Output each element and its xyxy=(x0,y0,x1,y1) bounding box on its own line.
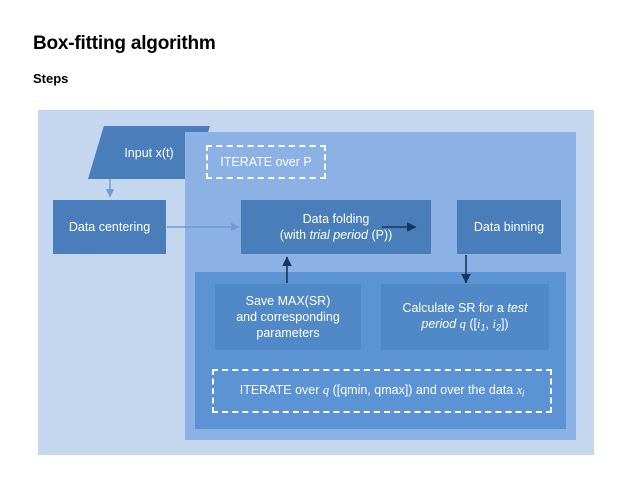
data-folding-line-1: Data folding xyxy=(302,212,370,226)
iterate-over-q-var-q: q xyxy=(322,383,330,398)
data-binning-label: Data binning xyxy=(473,220,545,234)
iterate-over-q-var-x: x xyxy=(516,383,523,398)
input-node-label: Input x(t) xyxy=(124,145,174,160)
calculate-sr-node: Calculate SR for a test period q ([i1, i… xyxy=(381,284,549,350)
data-centering-label: Data centering xyxy=(68,220,151,234)
calculate-sr-line-1: Calculate SR for a test xyxy=(402,300,527,316)
data-folding-trial-period: trial period xyxy=(309,228,368,242)
calculate-sr-sub-1: 1 xyxy=(480,322,486,333)
calculate-sr-test: test xyxy=(507,300,528,315)
page-title: Box-fitting algorithm xyxy=(33,33,216,54)
iterate-over-q-text: ITERATE over q ([qmin, qmax]) and over t… xyxy=(240,383,525,399)
save-max-line-3: parameters xyxy=(256,326,320,340)
iterate-over-q-badge: ITERATE over q ([qmin, qmax]) and over t… xyxy=(212,369,552,413)
iterate-over-p-label: ITERATE over P xyxy=(220,155,312,169)
save-max-line-1: Save MAX(SR) xyxy=(245,294,331,308)
flowchart-outer-panel: Input x(t) Data centering ITERATE over P… xyxy=(38,110,594,455)
data-folding-suffix: (P)) xyxy=(367,228,393,242)
data-folding-prefix: (with xyxy=(279,228,310,242)
calculate-sr-var-i2: i xyxy=(492,316,496,331)
calculate-sr-period: period xyxy=(421,316,457,331)
data-folding-line-2: (with trial period (P)) xyxy=(280,227,393,243)
iterate-over-q-sub-i: i xyxy=(522,388,525,399)
iterate-over-q-range: ([qmin, qmax]) and over the data xyxy=(329,383,517,398)
iterate-over-p-badge: ITERATE over P xyxy=(206,145,326,179)
data-folding-node: Data folding (with trial period (P)) xyxy=(241,200,431,254)
data-centering-node: Data centering xyxy=(53,200,166,254)
calculate-sr-var-i1: i xyxy=(477,316,481,331)
save-max-sr-node: Save MAX(SR) and corresponding parameter… xyxy=(215,284,361,350)
calculate-sr-separator: , xyxy=(485,316,493,331)
data-binning-node: Data binning xyxy=(457,200,561,254)
calculate-sr-prefix: Calculate SR for a xyxy=(402,300,508,315)
iterate-over-q-panel: Save MAX(SR) and corresponding parameter… xyxy=(195,272,566,429)
calculate-sr-line-2: period q ([i1, i2]) xyxy=(421,316,508,334)
calculate-sr-open: ([ xyxy=(465,316,477,331)
calculate-sr-close: ]) xyxy=(500,316,509,331)
calculate-sr-var-q: q xyxy=(459,316,466,331)
save-max-line-2: and corresponding xyxy=(236,310,340,324)
iterate-over-q-prefix: ITERATE over xyxy=(239,383,323,398)
page-subtitle: Steps xyxy=(33,71,69,86)
iterate-over-p-panel: ITERATE over P Data folding (with trial … xyxy=(185,132,576,440)
calculate-sr-sub-2: 2 xyxy=(495,322,501,333)
